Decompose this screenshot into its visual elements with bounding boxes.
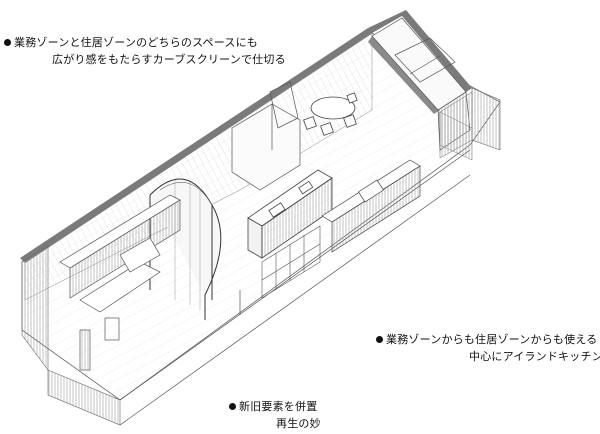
annotation-line2: 再生の妙 [276, 417, 321, 430]
annotation-line2: 中心にアイランドキッチン [469, 350, 600, 363]
island-kitchen [247, 169, 333, 259]
annotation-line1: 新旧要素を併置 [239, 400, 318, 413]
bullet-icon [229, 403, 236, 410]
partition-walls [231, 81, 301, 191]
annotation-island-kitchen: 業務ゾーンからも住居ゾーンからも使える 中心にアイランドキッチン [376, 331, 600, 365]
work-zone-furniture [59, 194, 181, 371]
shelving-unit [261, 225, 321, 299]
annotation-line1: 業務ゾーンからも住居ゾーンからも使える [386, 333, 598, 346]
back-wall-cap [20, 28, 373, 263]
right-exterior-wall [471, 87, 501, 151]
bath-wall-cap [368, 36, 440, 114]
bullet-icon [4, 39, 11, 46]
right-wall-cap [368, 10, 472, 92]
interior-wall [439, 91, 473, 159]
annotation-curve-screen: 業務ゾーンと住居ゾーンのどちらのスペースにも 広がり感をもたらすカーブスクリーン… [4, 34, 286, 68]
bullet-icon [376, 336, 383, 343]
annotation-line2: 広がり感をもたらすカーブスクリーンで仕切る [52, 53, 286, 66]
kitchen-counter [321, 159, 421, 253]
annotation-line1: 業務ゾーンと住居ゾーンのどちらのスペースにも [14, 36, 258, 49]
annotation-old-new: 新旧要素を併置 再生の妙 [229, 398, 321, 432]
front-partition [119, 149, 471, 426]
dining-set [303, 92, 358, 136]
